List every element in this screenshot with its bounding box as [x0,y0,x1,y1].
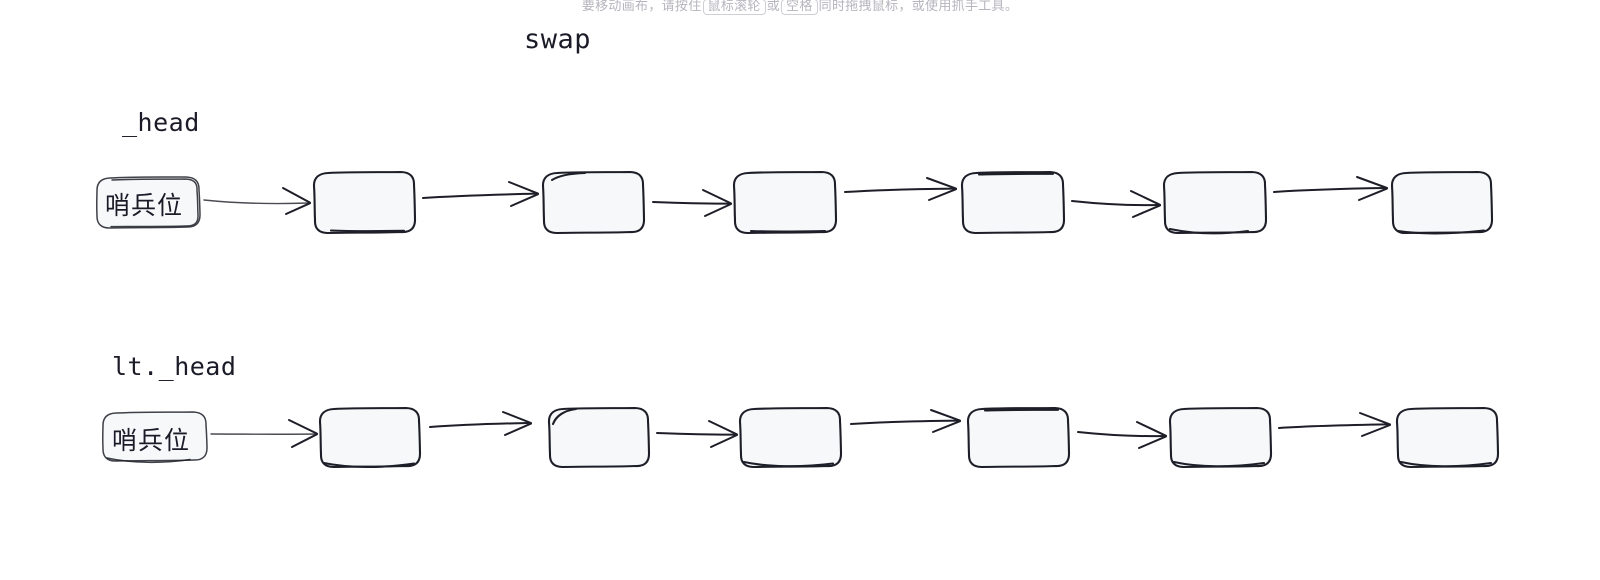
node-row0-5[interactable] [1162,170,1268,235]
hint-key-space: 空格 [781,0,818,16]
node-row0-1[interactable] [312,170,417,235]
node-row0-2[interactable] [541,170,646,235]
hint-suffix: 同时拖拽鼠标，或使用抓手工具。 [818,0,1019,14]
node-row1-5[interactable] [1168,406,1273,469]
arrow-row1-2[interactable] [656,420,738,448]
node-row1-1[interactable] [318,406,422,469]
row-label-head[interactable]: _head [122,108,200,137]
node-row1-3[interactable] [738,406,843,469]
arrow-row0-1[interactable] [422,181,539,207]
arrow-row1-5[interactable] [1278,412,1391,437]
hint-prefix: 要移动画布，请按住 [581,0,702,14]
hint-mid: 或 [766,0,781,14]
node-row1-4[interactable] [966,406,1071,469]
arrow-row0-4[interactable] [1071,190,1161,218]
node-row1-6[interactable] [1395,406,1500,469]
arrow-row1-3[interactable] [850,409,961,433]
arrow-row0-2[interactable] [652,189,732,217]
arrow-row1-4[interactable] [1077,421,1167,449]
node-row1-2[interactable] [547,406,651,469]
arrow-row0-5[interactable] [1273,176,1388,201]
node-label-row1-sentinel[interactable]: 哨兵位 [112,426,191,455]
hint-key-scrollwheel: 鼠标滚轮 [702,0,766,16]
arrow-row1-0[interactable] [210,419,318,448]
linked-list-row-lt-head [101,406,1500,469]
node-label-row0-sentinel[interactable]: 哨兵位 [105,191,184,220]
node-row0-6[interactable] [1390,170,1494,235]
diagram-title[interactable]: swap [524,24,592,55]
node-row0-0[interactable] [95,176,201,229]
node-row0-4[interactable] [960,170,1066,235]
row-label-lt-head[interactable]: lt._head [112,352,237,381]
node-row1-0[interactable] [101,411,208,464]
canvas-pan-hint: 要移动画布，请按住鼠标滚轮或空格同时拖拽鼠标，或使用抓手工具。 [0,0,1600,16]
arrow-row0-0[interactable] [203,187,311,215]
linked-list-row-head [95,170,1494,235]
arrow-row0-3[interactable] [844,177,957,201]
node-row0-3[interactable] [732,170,838,235]
arrow-row1-1[interactable] [429,411,532,436]
